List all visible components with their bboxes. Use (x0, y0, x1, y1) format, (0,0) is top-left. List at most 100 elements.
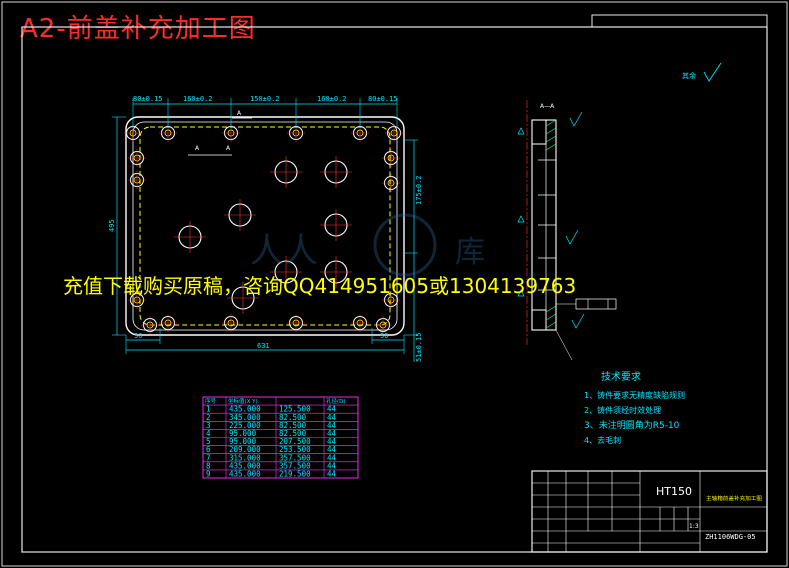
section-mark-a3: A (237, 110, 242, 117)
table-cell: 44 (327, 405, 337, 414)
table-cell: 44 (327, 445, 337, 454)
material-label: HT150 (656, 485, 692, 498)
table-cell: 2 (206, 413, 211, 422)
tech-requirements: 技术要求 1、铸件要求无精度缺陷规则 2、铸件须经时效处理 3、未注明圆角为R5… (584, 370, 685, 445)
bolt-hole (222, 314, 240, 332)
bottom-dim-2: 631 (257, 342, 270, 350)
right-dim-2: 51±0.15 (415, 332, 423, 362)
promo-banner: 充值下载购买原稿，咨询QQ414951605或1304139763 (63, 274, 577, 298)
cover-hidden-line (139, 126, 391, 326)
table-cell: 44 (327, 413, 337, 422)
part-name-label: 主轴箱前盖补充加工图 (706, 495, 762, 502)
scale-label: 1:3 (689, 523, 699, 530)
section-flange-top (531, 119, 547, 145)
bore-hole (270, 256, 302, 288)
top-dim-ticks (132, 98, 398, 128)
table-cell: 82.500 (279, 421, 307, 430)
bore-hole (320, 209, 352, 241)
section-hatching (545, 119, 557, 329)
bolt-hole (382, 149, 400, 167)
table-cell: 5 (206, 437, 211, 446)
bore-hole (270, 156, 302, 188)
table-cell: 4 (206, 429, 211, 438)
table-cell: 225.000 (229, 421, 261, 430)
bore-hole (320, 256, 352, 288)
top-dim-3: 150±0.2 (250, 95, 280, 103)
table-cell: 345.000 (229, 413, 261, 422)
bolt-hole (385, 124, 403, 142)
front-view: A A A 80±0.15 160±0.2 150±0.2 160±0.2 80… (108, 95, 423, 362)
table-cell: 357.500 (279, 461, 311, 470)
bolt-hole (141, 316, 159, 334)
datum-triangle-2 (517, 215, 525, 223)
section-mark-a1: A (195, 145, 200, 152)
tech-item-4: 4、去毛刺 (584, 435, 621, 445)
top-dim-1: 80±0.15 (133, 95, 163, 103)
roughness-general-icon (703, 62, 722, 82)
section-view: A—A (517, 100, 617, 361)
table-cell: 82.500 (279, 429, 307, 438)
table-cell: 44 (327, 429, 337, 438)
svg-text:人人: 人人 (250, 231, 318, 271)
roughness-label: 其余 (682, 71, 696, 80)
tech-item-2: 2、铸件须经时效处理 (584, 405, 661, 415)
table-cell: 44 (327, 470, 337, 479)
datum-triangle-1 (517, 127, 525, 135)
roughness-mark-3 (571, 313, 585, 329)
left-dim: 495 (108, 219, 116, 232)
table-cell: 44 (327, 421, 337, 430)
bolt-hole (128, 171, 146, 189)
table-cell: 7 (206, 453, 211, 462)
table-cell: 1 (206, 405, 211, 414)
table-cell: 95.000 (229, 437, 257, 446)
table-cell: 435.000 (229, 405, 261, 414)
roughness-mark-1 (565, 229, 579, 245)
svg-text:库: 库 (455, 235, 485, 270)
top-dim-4: 160±0.2 (317, 95, 347, 103)
table-cell: 207.500 (279, 437, 311, 446)
table-header: 坐标值(X Y) (228, 397, 258, 405)
inner-frame (21, 26, 768, 553)
drawing-title: A2-前盖补充加工图 (20, 14, 256, 44)
table-cell: 209.000 (229, 445, 261, 454)
table-cell: 82.500 (279, 413, 307, 422)
top-right-box (591, 14, 768, 28)
section-label: A—A (540, 103, 555, 110)
datum-triangle-3 (517, 289, 525, 297)
cover-outline (125, 116, 405, 336)
drawing-number: ZH1106WDG-05 (705, 533, 756, 541)
bolt-hole (351, 314, 369, 332)
right-dim-1: 175±0.2 (415, 175, 423, 205)
perimeter-holes (124, 124, 403, 334)
table-cell: 9 (206, 470, 211, 479)
table-cell: 253.500 (279, 445, 311, 454)
table-cell: 435.000 (229, 470, 261, 479)
gdt-frame (575, 298, 617, 310)
section-mark-a2: A (226, 145, 231, 152)
title-block: HT150 主轴箱前盖补充加工图 ZH1106WDG-05 1:3 (531, 470, 768, 553)
bore-hole (174, 221, 206, 253)
watermark: 人人 库 (250, 213, 485, 277)
bolt-hole (128, 149, 146, 167)
top-dim-5: 80±0.15 (368, 95, 398, 103)
tech-heading: 技术要求 (601, 370, 641, 383)
tech-item-3: 3、未注明圆角为R5-10 (584, 419, 680, 431)
table-cell: 315.000 (229, 453, 261, 462)
bottom-dim-1: 50 (134, 332, 142, 340)
table-cell: 44 (327, 453, 337, 462)
bolt-hole (382, 174, 400, 192)
bolt-hole (374, 316, 392, 334)
bore-hole (320, 156, 352, 188)
table-cell: 125.500 (279, 405, 311, 414)
bolt-hole (159, 314, 177, 332)
bottom-dim-ticks (125, 328, 405, 354)
bore-hole (227, 282, 259, 314)
top-dim-2: 160±0.2 (183, 95, 213, 103)
table-cell: 435.000 (229, 461, 261, 470)
table-cell: 6 (206, 445, 211, 454)
bolt-hole (128, 291, 146, 309)
table-cell: 3 (206, 421, 211, 430)
